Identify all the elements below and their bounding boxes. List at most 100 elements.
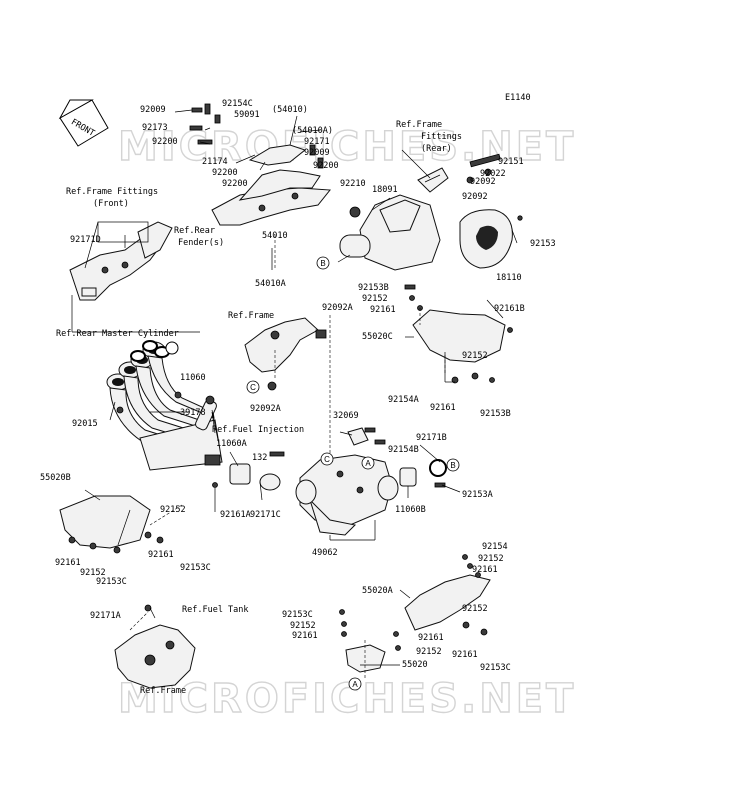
- part-number-label: 92171B: [416, 433, 447, 443]
- part-number-label: 92161B: [494, 304, 525, 314]
- part-number-label: 92152: [462, 351, 488, 361]
- part-number-label: 55020A: [362, 586, 393, 596]
- part-number-labels: 9200992154C(54010)5909192173(54010A)9220…: [40, 99, 556, 673]
- rear-fender-bracket-assembly: [211, 144, 331, 226]
- clamp-connector-right: [399, 459, 447, 488]
- part-number-label: 92161: [55, 558, 81, 568]
- part-number-label: 92171C: [250, 510, 281, 520]
- part-number-label: 92161: [370, 305, 396, 315]
- frame-piece-bottom: [114, 604, 196, 689]
- ref-frame-fittings-rear: Ref.Frame: [396, 120, 442, 130]
- diagram-id: E1140: [505, 93, 531, 103]
- ref-frame-fittings-rear-sub2: (Rear): [421, 144, 452, 154]
- part-number-label: 92152: [478, 554, 504, 564]
- bracket-32069: [347, 427, 386, 446]
- part-number-label: 92152: [416, 647, 442, 657]
- part-number-label: 18091: [372, 185, 398, 195]
- ref-frame-fittings-front-sub: (Front): [93, 199, 129, 209]
- part-number-label: 92009: [140, 105, 166, 115]
- part-number-label: 92153C: [282, 610, 313, 620]
- heat-guard-55020c: [412, 309, 513, 363]
- ref-fuel-tank: Ref.Fuel Tank: [182, 605, 249, 615]
- part-number-label: 92153B: [358, 283, 389, 293]
- part-number-label: 92200: [222, 179, 248, 189]
- part-number-label: 92210: [340, 179, 366, 189]
- small-bolts-top: [189, 103, 324, 169]
- ref-fuel-injection: Ref.Fuel Injection: [212, 425, 304, 435]
- part-number-label: 49062: [312, 548, 338, 558]
- cover-55020: [339, 609, 401, 673]
- part-number-label: 92171: [304, 137, 330, 147]
- callout-circles: B C C A B A: [246, 256, 460, 691]
- part-number-label: 92153C: [96, 577, 127, 587]
- callout-a-1: A: [365, 459, 371, 468]
- part-number-label: 92171A: [90, 611, 121, 621]
- ref-rear-fender-sub: Fender(s): [178, 238, 224, 248]
- part-number-label: 92161: [430, 403, 456, 413]
- part-number-label: 18110: [496, 273, 522, 283]
- callout-b-2: B: [450, 461, 455, 470]
- part-number-label: 55020B: [40, 473, 71, 483]
- callout-a-2: A: [352, 680, 358, 689]
- part-number-label: 92154A: [388, 395, 419, 405]
- part-number-label: 92154: [482, 542, 508, 552]
- part-number-label: 92092: [470, 177, 496, 187]
- part-number-label: 32069: [333, 411, 359, 421]
- part-number-label: 92153C: [480, 663, 511, 673]
- bolts-right-92152: [451, 372, 495, 384]
- callout-b-1: B: [320, 259, 325, 268]
- part-number-label: (54010): [272, 105, 308, 115]
- callout-c-2: C: [324, 455, 330, 464]
- ref-frame-fittings-front: Ref.Frame Fittings: [66, 187, 158, 197]
- watermark-bottom: MICROFICHES.NET: [118, 676, 576, 722]
- rear-frame-fitting-bracket: [417, 153, 501, 193]
- part-number-label: 55020C: [362, 332, 393, 342]
- part-number-label: 92153: [530, 239, 556, 249]
- connector-gaskets-center: [229, 451, 285, 491]
- part-number-label: 92154B: [388, 445, 419, 455]
- part-number-label: 92152: [462, 604, 488, 614]
- part-number-label: 92153C: [180, 563, 211, 573]
- part-number-label: 92161: [452, 650, 478, 660]
- part-number-label: 92200: [152, 137, 178, 147]
- part-number-label: (54010A): [292, 126, 333, 136]
- part-number-label: 54010A: [255, 279, 286, 289]
- part-number-label: 92153B: [480, 409, 511, 419]
- part-number-label: 132: [252, 453, 267, 463]
- part-number-label: 92200: [313, 161, 339, 171]
- front-arrow-icon: FRONT: [58, 99, 109, 147]
- reference-labels: Ref.Frame Fittings (Front) Ref.Rear Fend…: [56, 120, 462, 696]
- part-number-label: 92161: [148, 550, 174, 560]
- pre-chamber-49062: [295, 454, 399, 536]
- part-number-label: 11060: [180, 373, 206, 383]
- ref-frame-fittings-rear-sub1: Fittings: [421, 132, 462, 142]
- part-number-label: 92092: [462, 192, 488, 202]
- part-number-label: 92161: [418, 633, 444, 643]
- muffler-cover-18110: [459, 209, 513, 269]
- dashed-guide-lines: [129, 235, 446, 680]
- part-number-label: 39178: [180, 408, 206, 418]
- ref-frame-bottom: Ref.Frame: [140, 686, 186, 696]
- part-number-label: 92009: [304, 148, 330, 158]
- exhaust-gaskets: [130, 340, 179, 362]
- heat-guard-55020a: [404, 554, 491, 636]
- part-number-label: 92092A: [250, 404, 281, 414]
- part-number-label: 59091: [234, 110, 260, 120]
- bolts-lower-left: [68, 482, 218, 554]
- front-frame-fittings: [69, 221, 173, 301]
- part-number-label: 92161: [472, 565, 498, 575]
- bolts-92153b-stack: [404, 284, 423, 311]
- frame-bracket-middle: [244, 317, 327, 373]
- part-number-label: 54010: [262, 231, 288, 241]
- muffler-18091: [339, 194, 441, 271]
- part-number-label: 92161: [292, 631, 318, 641]
- part-number-label: 92152: [362, 294, 388, 304]
- part-number-label: 11060A: [216, 439, 247, 449]
- part-number-label: 92200: [212, 168, 238, 178]
- oxygen-sensor: [195, 395, 217, 431]
- part-number-label: 92161A: [220, 510, 251, 520]
- ref-rear-master-cylinder: Ref.Rear Master Cylinder: [56, 329, 179, 339]
- part-number-label: 11060B: [395, 505, 426, 515]
- ref-frame-middle: Ref.Frame: [228, 311, 274, 321]
